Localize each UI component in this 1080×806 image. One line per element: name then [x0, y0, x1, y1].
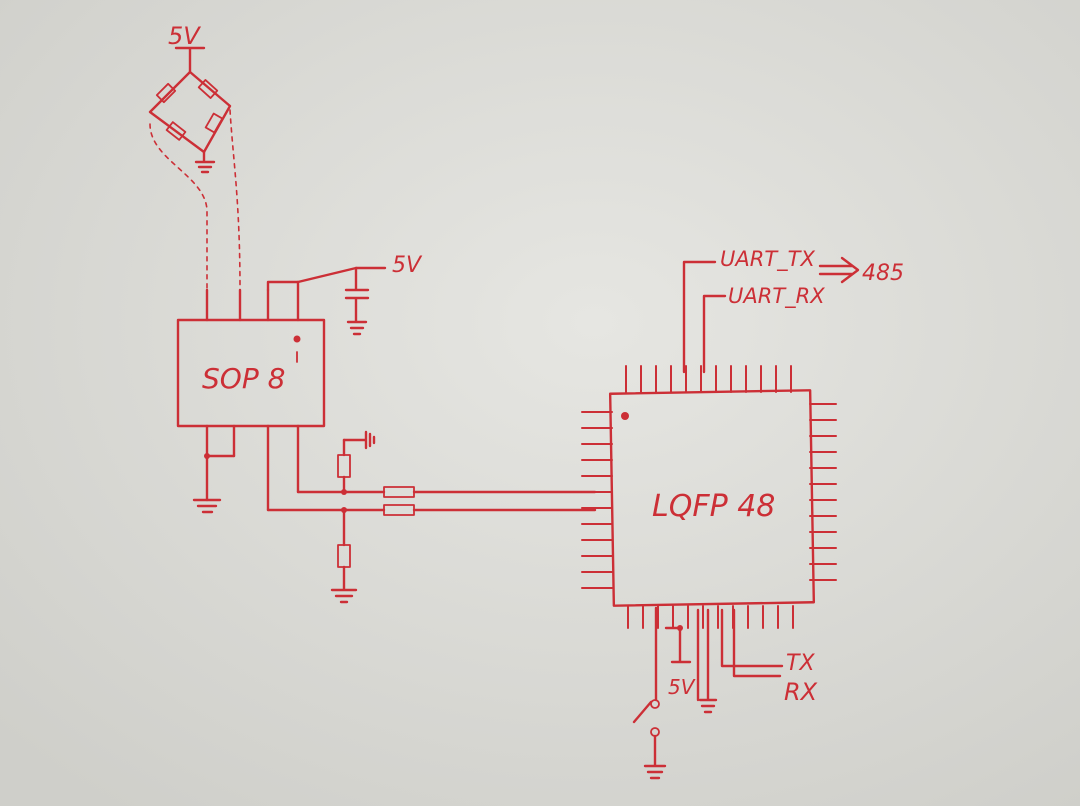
signal-lines — [266, 430, 597, 604]
lqfp48-label: LQFP 48 — [652, 489, 775, 524]
sop8-label: SOP 8 — [202, 362, 285, 395]
rx-label: RX — [784, 678, 818, 706]
bridge-sensor: 5V — [148, 22, 232, 174]
uart-lines: UART_TX UART_RX 485 — [682, 247, 904, 374]
ic-supply-label: 5V — [392, 253, 423, 278]
bottom-connections: 5V TX RX — [632, 606, 818, 780]
tx-label: TX — [786, 651, 815, 676]
sop8-chip: SOP 8 — [176, 280, 326, 512]
sop8-supply: 5V — [266, 253, 423, 336]
lqfp48-chip: LQFP 48 — [581, 365, 837, 629]
rs485-label: 485 — [862, 261, 904, 286]
bottom-supply-label: 5V — [668, 675, 696, 699]
sensor-lead-left — [149, 123, 208, 291]
sensor-lead-right — [229, 109, 241, 291]
uart-tx-label: UART_TX — [720, 247, 815, 272]
sop8-ground — [192, 453, 236, 514]
bridge-supply-label: 5V — [168, 22, 201, 50]
uart-rx-label: UART_RX — [728, 284, 825, 309]
